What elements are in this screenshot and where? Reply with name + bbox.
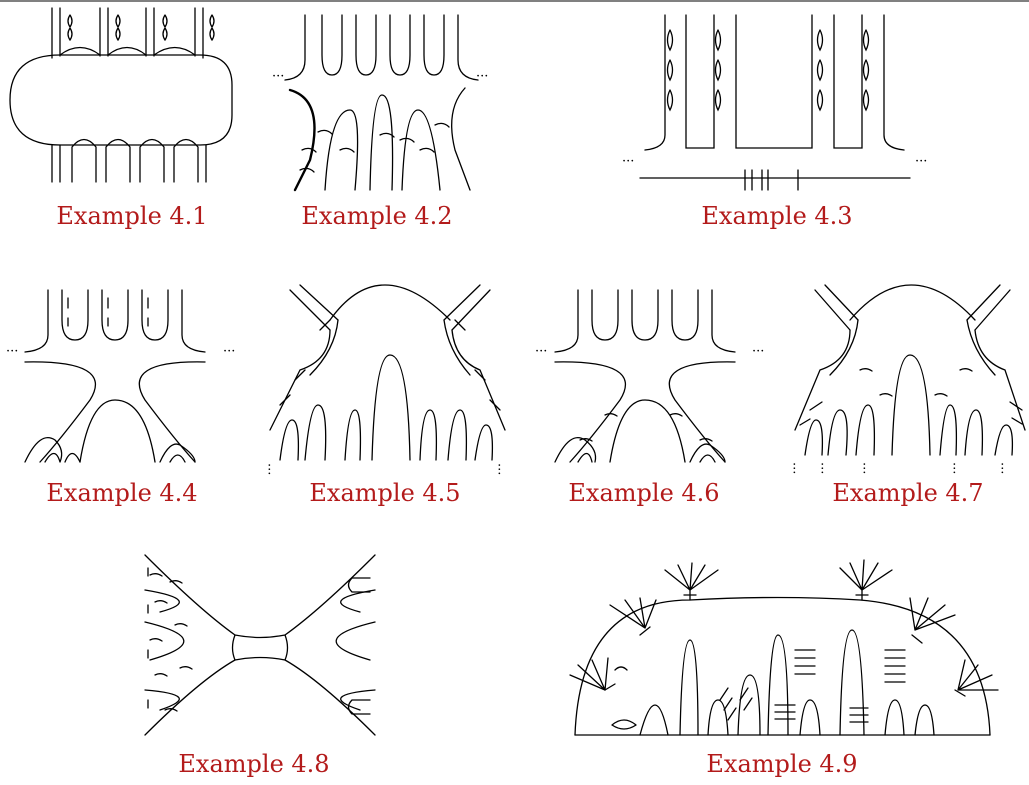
ellipsis-4-7-c: ··· xyxy=(856,462,871,474)
panel-4-7-diagram: ··· ··· ··· ··· ··· xyxy=(786,284,1026,474)
panel-4-4-diagram: ··· ··· xyxy=(6,289,235,463)
ellipsis-4-7-e: ··· xyxy=(994,462,1009,474)
caption-example-4-4[interactable]: Example 4.4 xyxy=(46,479,198,507)
caption-example-4-3[interactable]: Example 4.3 xyxy=(701,202,853,230)
ellipsis-right-4-4: ··· xyxy=(223,344,235,359)
ellipsis-right-4-5: ··· xyxy=(491,463,506,475)
ellipsis-right-4-6: ··· xyxy=(752,344,764,359)
ellipsis-left-4-2: ··· xyxy=(272,69,284,84)
caption-example-4-2[interactable]: Example 4.2 xyxy=(301,202,453,230)
ellipsis-left-4-4: ··· xyxy=(6,344,18,359)
ellipsis-left-4-6: ··· xyxy=(535,344,547,359)
panel-4-8-diagram xyxy=(144,554,376,736)
caption-example-4-7[interactable]: Example 4.7 xyxy=(832,479,984,507)
panel-4-3-diagram: ··· ··· xyxy=(622,14,927,191)
panel-4-5-diagram: ··· ··· xyxy=(261,284,506,475)
ellipsis-left-4-5: ··· xyxy=(261,463,276,475)
panel-4-9-diagram xyxy=(569,559,999,736)
ellipsis-right-4-3: ··· xyxy=(915,154,927,169)
caption-example-4-5[interactable]: Example 4.5 xyxy=(309,479,461,507)
caption-example-4-9[interactable]: Example 4.9 xyxy=(706,750,858,778)
caption-example-4-8[interactable]: Example 4.8 xyxy=(178,750,330,778)
ellipsis-4-7-a: ··· xyxy=(786,462,801,474)
panel-4-1-diagram xyxy=(9,7,233,183)
caption-example-4-1[interactable]: Example 4.1 xyxy=(56,202,208,230)
ellipsis-4-7-d: ··· xyxy=(946,462,961,474)
panel-4-6-diagram: ··· ··· xyxy=(535,289,764,463)
panel-4-2-diagram: ··· ··· xyxy=(272,14,488,192)
ellipsis-right-4-2: ··· xyxy=(476,69,488,84)
caption-example-4-6[interactable]: Example 4.6 xyxy=(568,479,720,507)
ellipsis-4-7-b: ··· xyxy=(814,462,829,474)
ellipsis-left-4-3: ··· xyxy=(622,154,634,169)
